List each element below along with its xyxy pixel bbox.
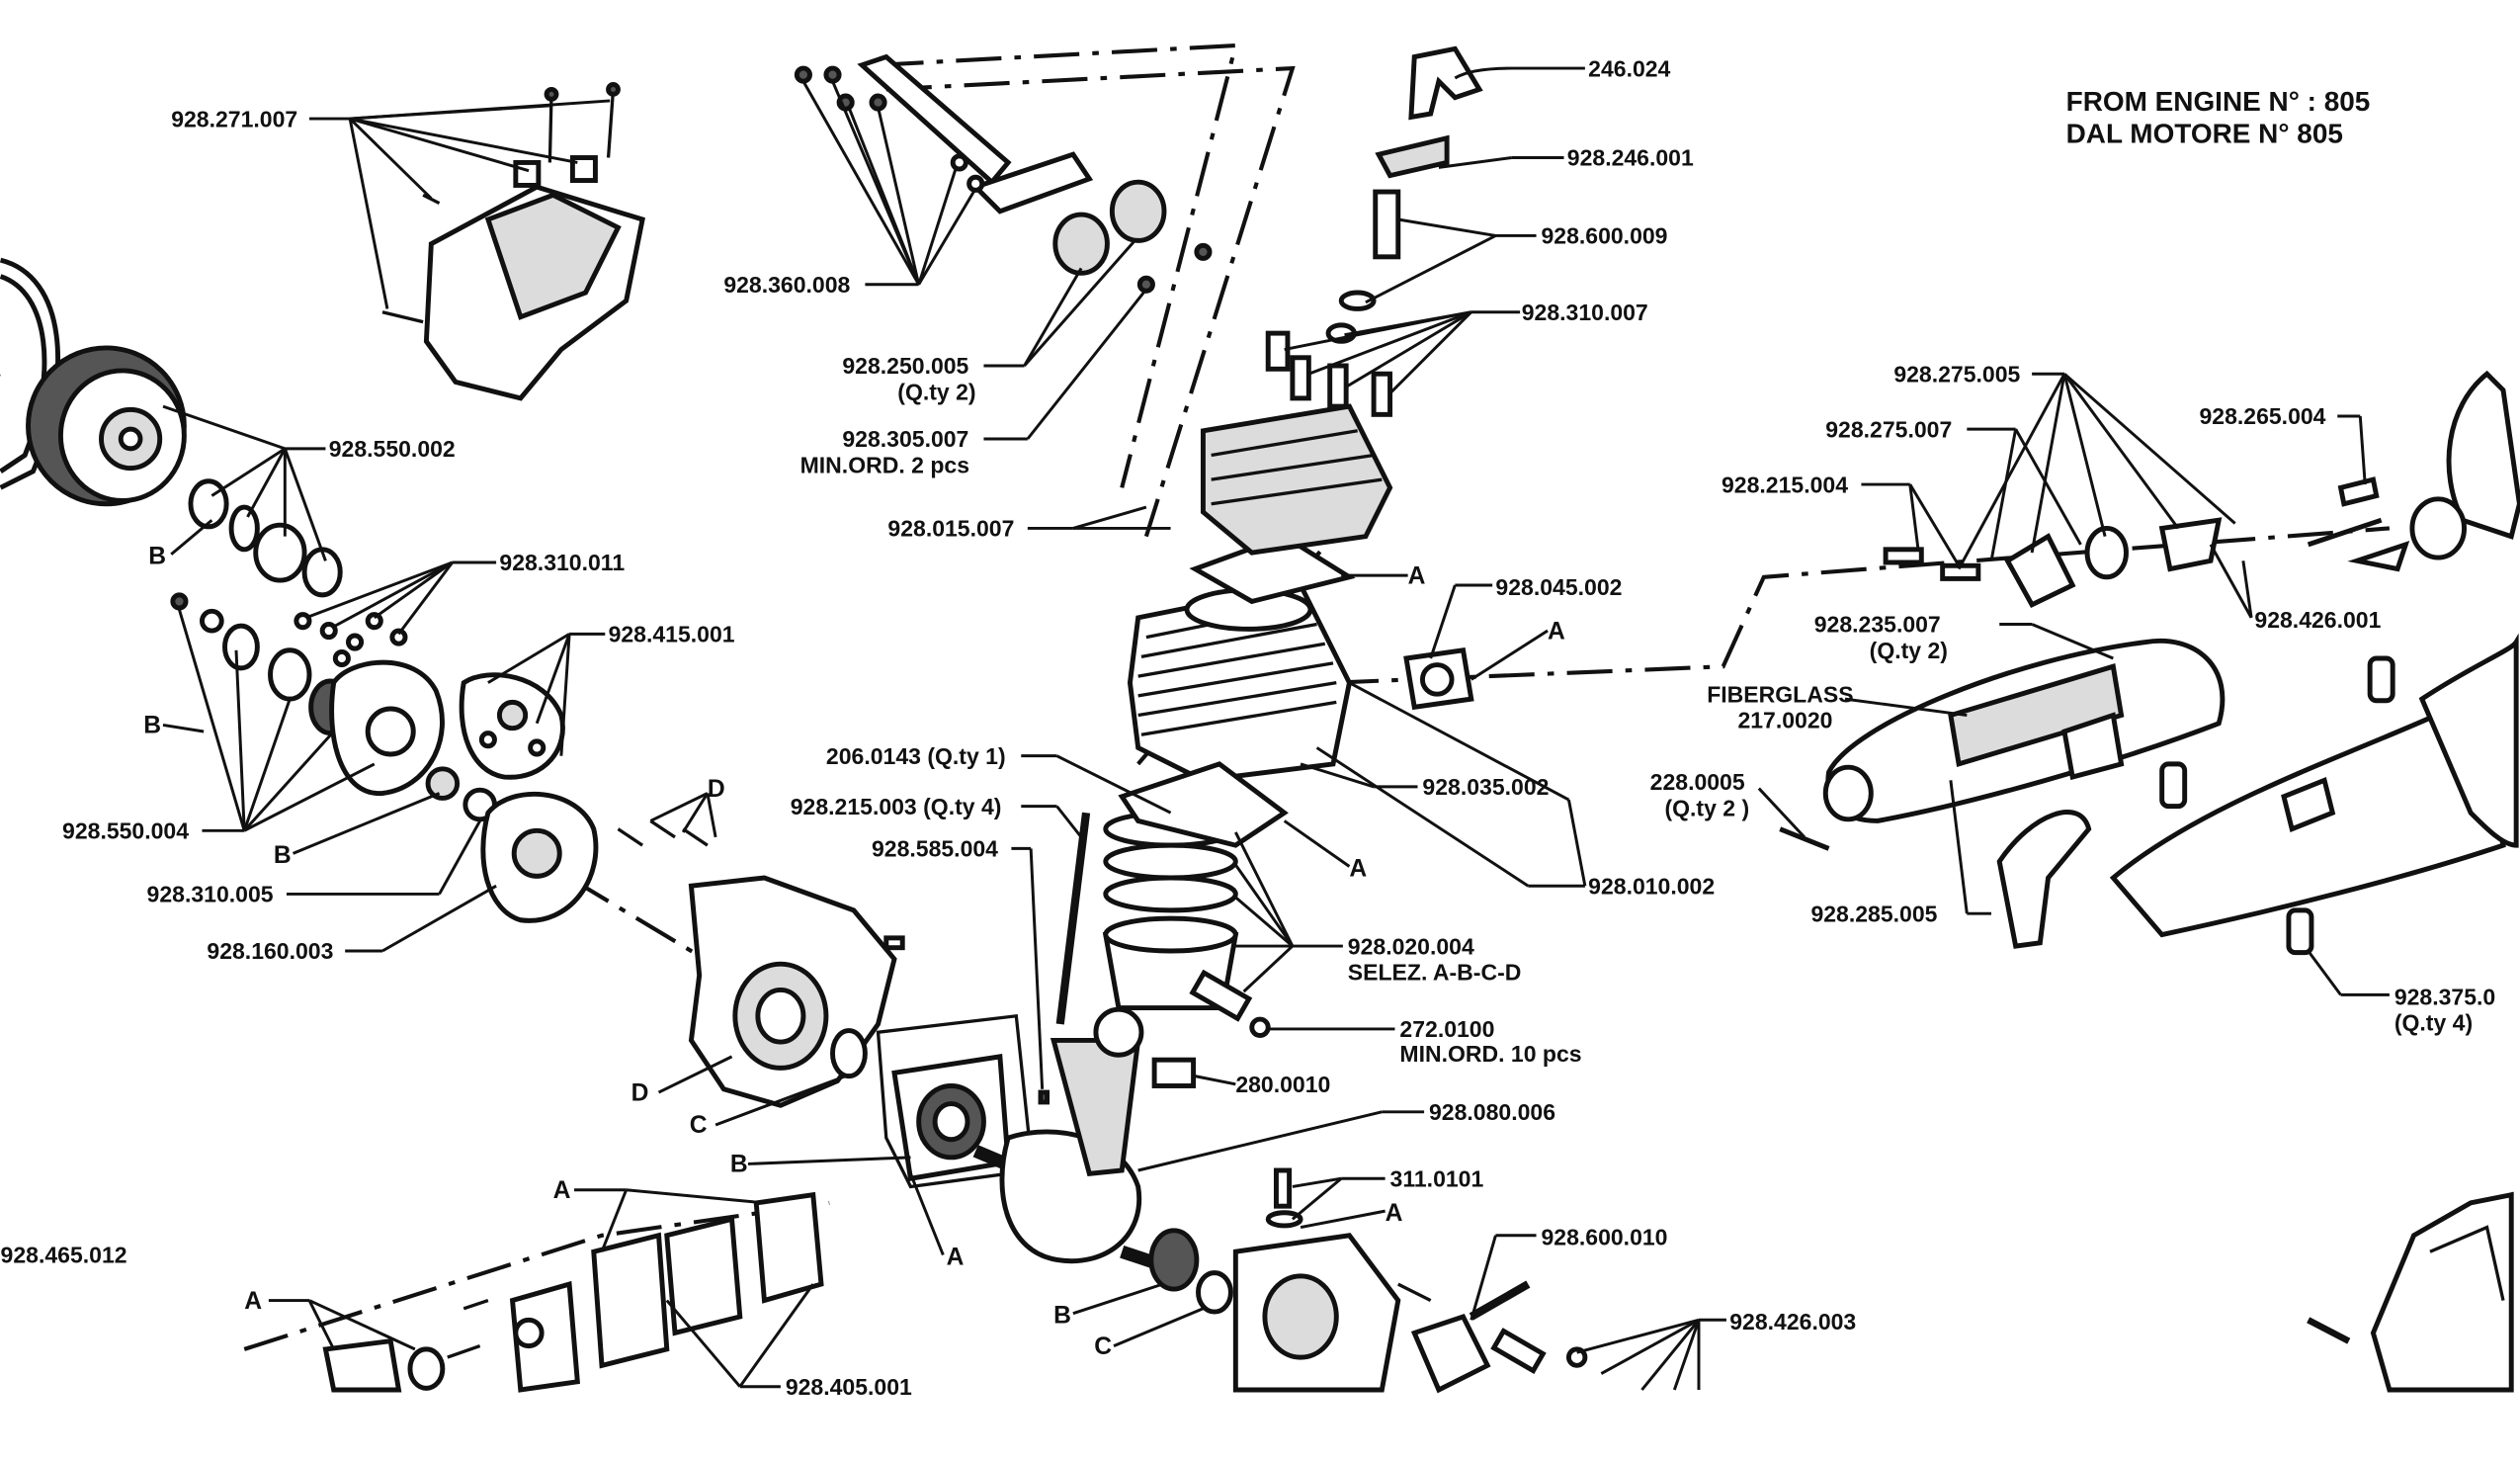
label-928-020-004-selez: SELEZ. A-B-C-D	[1348, 960, 1522, 986]
label-928-235-007-qty: (Q.ty 2)	[1870, 638, 1948, 663]
label-311-0101: 311.0101	[1390, 1165, 1484, 1191]
letter-a: A	[1349, 855, 1367, 882]
label-928-426-001: 928.426.001	[2254, 607, 2381, 633]
label-928-426-003: 928.426.003	[1729, 1309, 1856, 1334]
letter-a: A	[1386, 1200, 1403, 1227]
letter-b: B	[1053, 1303, 1071, 1330]
clutch-drum	[170, 592, 599, 923]
letter-a: A	[1408, 562, 1426, 589]
exhaust-system	[1779, 370, 2520, 956]
label-928-375-0-qty: (Q.ty 4)	[2394, 1010, 2473, 1036]
label-928-275-005: 928.275.005	[1893, 361, 2020, 387]
crankcase-right	[1232, 1167, 1432, 1393]
label-928-585-004: 928.585.004	[872, 836, 998, 862]
label-928-415-001: 928.415.001	[609, 622, 735, 647]
label-928-375-0: 928.375.0	[2394, 984, 2495, 1009]
label-928-215-004: 928.215.004	[1722, 472, 1848, 497]
label-272-0100-min: MIN.ORD. 10 pcs	[1399, 1041, 1581, 1067]
mounting-bracket	[381, 82, 645, 401]
label-928-600-010: 928.600.010	[1541, 1225, 1667, 1250]
label-928-235-007: 928.235.007	[1814, 612, 1941, 638]
cylinder	[1118, 403, 1393, 848]
oil-pump	[1410, 1280, 1588, 1394]
label-928-010-002: 928.010.002	[1588, 873, 1715, 899]
frame-fragment	[2307, 1191, 2514, 1393]
label-928-305-007-min: MIN.ORD. 2 pcs	[800, 453, 969, 478]
label-928-035-002: 928.035.002	[1422, 774, 1549, 800]
letter-b: B	[274, 842, 292, 869]
label-928-550-002: 928.550.002	[329, 436, 456, 462]
engine-link	[794, 53, 1213, 294]
label-928-215-003: 928.215.003 (Q.ty 4)	[791, 794, 1002, 819]
label-928-285-005: 928.285.005	[1810, 901, 1937, 926]
letter-a: A	[553, 1177, 571, 1204]
label-928-265-004: 928.265.004	[2199, 403, 2325, 429]
spark-plug-cap	[1265, 45, 1483, 417]
reference-letters: B B B D D C B A A A A A B C A A	[143, 544, 1565, 1360]
small-washers	[294, 612, 408, 668]
label-928-310-011: 928.310.011	[499, 550, 625, 575]
label-928-360-008: 928.360.008	[723, 272, 850, 298]
crankshaft	[972, 1006, 1233, 1315]
label-272-0100: 272.0100	[1399, 1016, 1494, 1042]
label-928-271-007: 928.271.007	[171, 106, 297, 131]
letter-d: D	[631, 1079, 649, 1106]
label-928-310-005: 928.310.005	[147, 882, 274, 907]
letter-a: A	[244, 1288, 262, 1315]
label-928-020-004: 928.020.004	[1348, 933, 1474, 959]
label-246-024: 246.024	[1588, 55, 1670, 81]
label-928-465-012: 928.465.012	[1, 1243, 127, 1268]
label-928-550-004: 928.550.004	[62, 818, 189, 844]
label-928-246-001: 928.246.001	[1567, 145, 1694, 171]
clutch-bell	[0, 257, 343, 598]
clutch-plate	[459, 672, 565, 780]
label-928-600-009: 928.600.009	[1541, 223, 1667, 249]
label-206-0143: 206.0143 (Q.ty 1)	[826, 743, 1006, 769]
exhaust-flange	[1403, 646, 1474, 711]
leader-lines	[162, 66, 2390, 1391]
label-228-0005: 228.0005	[1650, 769, 1745, 795]
engine-number-en: FROM ENGINE N° : 805	[2066, 86, 2371, 117]
part-labels: 928.271.007 928.360.008 928.250.005 (Q.t…	[1, 55, 2496, 1400]
letter-b: B	[730, 1152, 748, 1178]
letter-b: B	[143, 713, 161, 739]
label-280-0010: 280.0010	[1235, 1072, 1330, 1097]
label-928-015-007: 928.015.007	[887, 516, 1014, 542]
label-217-0020: 217.0020	[1737, 708, 1832, 733]
intake-assembly	[322, 1191, 824, 1393]
label-928-160-003: 928.160.003	[207, 938, 333, 964]
label-928-405-001: 928.405.001	[786, 1374, 912, 1400]
letter-c: C	[690, 1112, 708, 1139]
piston	[1038, 810, 1271, 1105]
label-928-305-007: 928.305.007	[842, 426, 968, 452]
letter-b: B	[148, 544, 166, 570]
label-928-080-006: 928.080.006	[1429, 1099, 1555, 1125]
letter-c: C	[1094, 1334, 1112, 1360]
letter-a: A	[1548, 618, 1565, 645]
label-928-310-007: 928.310.007	[1522, 300, 1648, 325]
label-fiberglass: FIBERGLASS	[1707, 681, 1853, 707]
label-228-0005-qty: (Q.ty 2 )	[1664, 796, 1749, 821]
letter-a: A	[947, 1244, 965, 1270]
letter-d: D	[708, 776, 725, 803]
engine-number-it: DAL MOTORE N° 805	[2066, 119, 2343, 149]
crankcase-left	[617, 819, 905, 1108]
label-928-250-005-qty: (Q.ty 2)	[897, 380, 975, 405]
label-928-275-007: 928.275.007	[1825, 416, 1952, 442]
label-928-045-002: 928.045.002	[1495, 574, 1622, 600]
label-928-250-005: 928.250.005	[842, 353, 968, 379]
